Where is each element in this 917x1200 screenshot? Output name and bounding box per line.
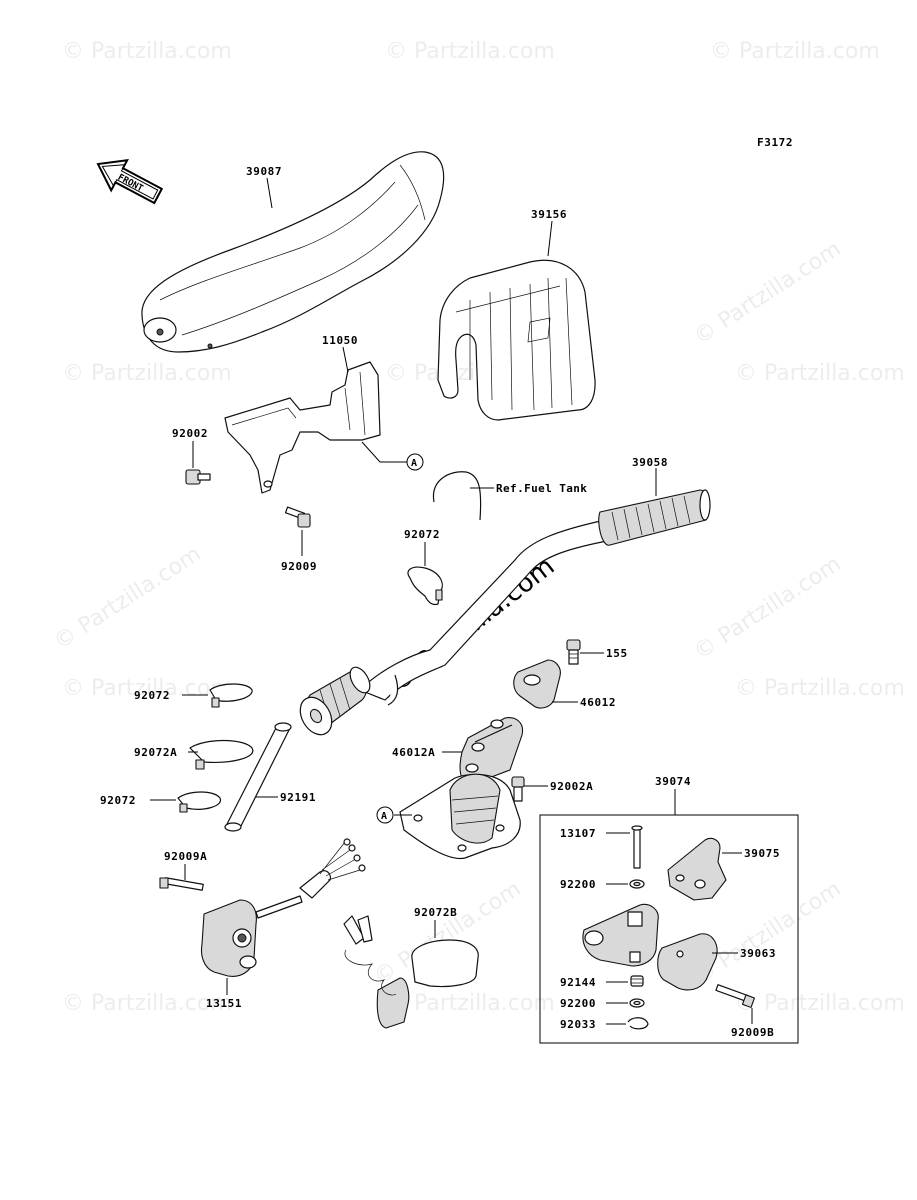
part-92191-label: 92191 bbox=[280, 791, 316, 804]
part-92002-label: 92002 bbox=[172, 427, 208, 440]
part-39087-drawing bbox=[141, 151, 445, 353]
handlebar-right-grip bbox=[598, 489, 711, 546]
part-92200-lower-label: 92200 bbox=[560, 997, 596, 1010]
part-39075-label: 39075 bbox=[744, 847, 780, 860]
part-46012A-label: 46012A bbox=[392, 746, 435, 759]
part-92009-label: 92009 bbox=[281, 560, 317, 573]
part-13151-label: 13151 bbox=[206, 997, 242, 1010]
part-92191-drawing bbox=[224, 722, 292, 832]
part-92009-drawing bbox=[284, 506, 311, 528]
part-92072A-drawing bbox=[189, 739, 254, 770]
diagram-code: F3172 bbox=[757, 136, 793, 149]
watermark-text: © Partzilla.com bbox=[735, 991, 905, 1016]
part-92009A-drawing bbox=[159, 877, 204, 891]
watermark-text: © Partzilla.com bbox=[50, 542, 206, 655]
part-155-drawing bbox=[566, 639, 581, 665]
part-13151-drawing bbox=[200, 838, 366, 977]
part-92009B-label: 92009B bbox=[731, 1026, 774, 1039]
part-92200-upper-drawing bbox=[629, 879, 645, 889]
part-13107-label: 13107 bbox=[560, 827, 596, 840]
part-11050-label: 11050 bbox=[322, 334, 358, 347]
part-92072-upper-label: 92072 bbox=[404, 528, 440, 541]
watermark-text: © Partzilla.com bbox=[385, 39, 555, 64]
part-39058-label: 39058 bbox=[632, 456, 668, 469]
part-92002A-label: 92002A bbox=[550, 780, 593, 793]
part-39063-label: 39063 bbox=[740, 947, 776, 960]
part-92002A-drawing bbox=[511, 776, 525, 802]
reference-a-letter: A bbox=[411, 458, 417, 469]
part-46012A-drawing bbox=[459, 717, 524, 786]
part-39058-drawing bbox=[299, 489, 711, 736]
part-92072B-label: 92072B bbox=[414, 906, 457, 919]
ref-fuel-tank-note: Ref.Fuel Tank bbox=[496, 482, 587, 495]
watermark-text: © Partzilla.com bbox=[62, 676, 232, 701]
front-direction-arrow-icon: FRONT bbox=[96, 159, 164, 205]
part-92072-upper-drawing bbox=[407, 566, 443, 606]
part-39063-drawing bbox=[657, 933, 718, 991]
part-39087-label: 39087 bbox=[246, 165, 282, 178]
part-92072-middle-drawing bbox=[209, 683, 253, 708]
watermark-layer: © Partzilla.com © Partzilla.com © Partzi… bbox=[50, 39, 905, 1016]
part-46012-label: 46012 bbox=[580, 696, 616, 709]
handlebar-mount-base-drawing bbox=[399, 773, 521, 860]
part-92002-drawing bbox=[185, 469, 211, 485]
part-13107-drawing bbox=[631, 825, 643, 869]
part-155-label: 155 bbox=[606, 647, 628, 660]
part-92033-drawing bbox=[627, 1017, 649, 1030]
part-39074-label: 39074 bbox=[655, 775, 691, 788]
part-92144-drawing bbox=[630, 975, 644, 987]
part-92144-label: 92144 bbox=[560, 976, 596, 989]
part-92072A-label: 92072A bbox=[134, 746, 177, 759]
watermark-text: © Partzilla.com bbox=[690, 552, 846, 665]
part-92072-lower-label: 92072 bbox=[100, 794, 136, 807]
throttle-housing-drawing bbox=[582, 903, 659, 967]
part-92009B-drawing bbox=[715, 984, 755, 1008]
part-39156-label: 39156 bbox=[531, 208, 567, 221]
reference-a-marker bbox=[406, 453, 424, 471]
watermark-text: © Partzilla.com bbox=[385, 991, 555, 1016]
watermark-text: © Partzilla.com bbox=[690, 237, 846, 350]
part-92072-lower-drawing bbox=[177, 791, 222, 813]
part-39074-assembly-box bbox=[539, 814, 799, 1044]
watermark-text: © Partzilla.com bbox=[735, 361, 905, 386]
part-92033-label: 92033 bbox=[560, 1018, 596, 1031]
watermark-text: © Partzilla.com bbox=[62, 991, 232, 1016]
part-92072-middle-label: 92072 bbox=[134, 689, 170, 702]
part-92200-lower-drawing bbox=[629, 998, 645, 1008]
part-92200-upper-label: 92200 bbox=[560, 878, 596, 891]
watermark-text: © Partzilla.com bbox=[710, 39, 880, 64]
part-39156-drawing bbox=[437, 259, 596, 421]
part-11050-drawing bbox=[224, 361, 381, 494]
part-39075-drawing bbox=[667, 837, 727, 901]
reference-a-letter-lower: A bbox=[381, 811, 387, 822]
part-46012-drawing bbox=[513, 659, 561, 709]
watermark-text: © Partzilla.com bbox=[735, 676, 905, 701]
part-92072B-drawing bbox=[343, 915, 479, 1029]
watermark-text: © Partzilla.com bbox=[62, 361, 232, 386]
reference-a-marker-lower bbox=[376, 806, 394, 824]
handlebar-left-grip bbox=[299, 666, 371, 736]
fuel-tank-hose-clip-drawing bbox=[432, 471, 482, 521]
part-92009A-label: 92009A bbox=[164, 850, 207, 863]
watermark-text: © Partzilla.com bbox=[62, 39, 232, 64]
